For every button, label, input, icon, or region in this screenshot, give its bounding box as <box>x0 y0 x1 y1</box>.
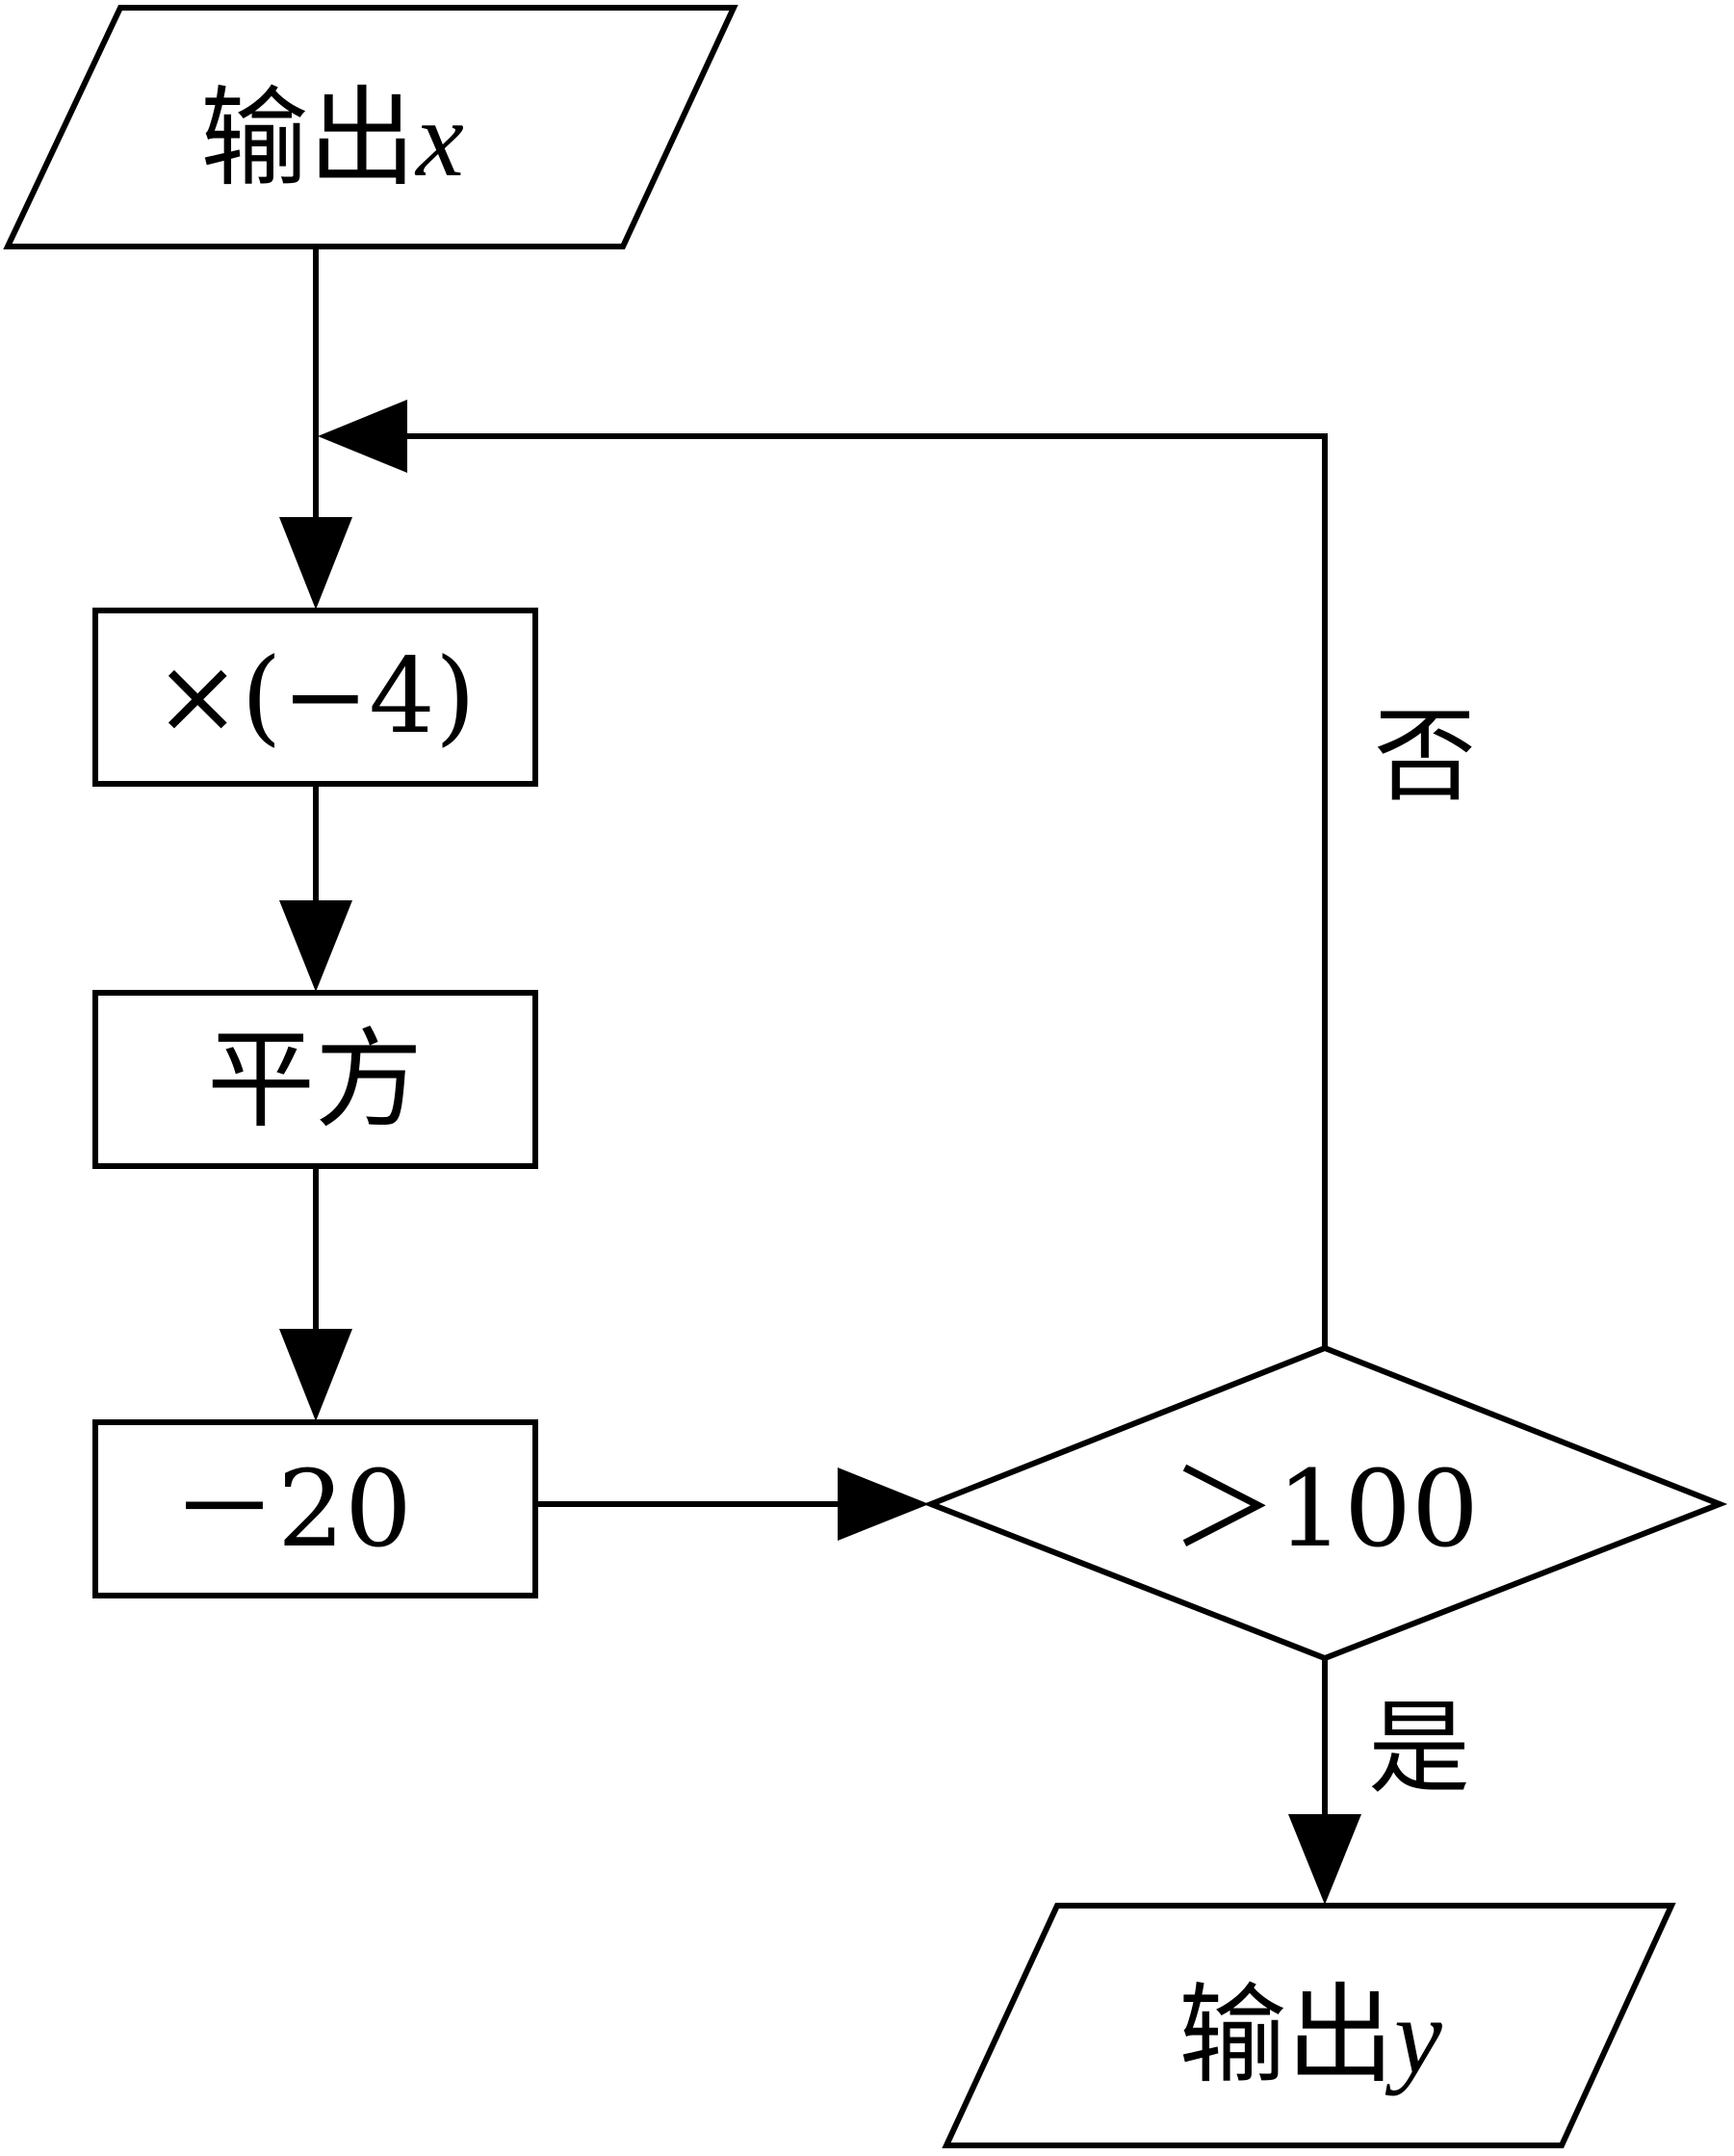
input-parallelogram <box>3 5 738 249</box>
subtract-box <box>92 1419 538 1598</box>
output-parallelogram <box>942 1903 1676 2148</box>
decision-node: ＞100 <box>922 1344 1728 1662</box>
output-node: 输出y <box>942 1903 1676 2148</box>
multiply-box <box>92 608 538 787</box>
arrow-into-output <box>1288 1814 1361 1905</box>
arrow-loop-back <box>318 400 407 473</box>
subtract-node: －20 <box>92 1419 538 1598</box>
arrow-into-square <box>279 900 352 992</box>
arrow-into-decision <box>838 1468 929 1541</box>
square-node: 平方 <box>92 990 538 1169</box>
decision-label: ＞100 <box>1171 1447 1479 1571</box>
output-label-var: y <box>1385 1977 1442 2096</box>
arrow-into-subtract <box>279 1329 352 1421</box>
input-node: 输出x <box>3 5 738 249</box>
square-box <box>92 990 538 1169</box>
arrow-into-multiply <box>279 517 352 610</box>
multiply-label: ×(−4) <box>154 636 476 757</box>
subtract-label: －20 <box>171 1447 412 1571</box>
yes-label: 是 <box>1368 1689 1470 1807</box>
square-label: 平方 <box>207 1018 423 1143</box>
output-label: 输出y <box>1178 1973 1442 2098</box>
input-label-var: x <box>414 80 464 199</box>
input-label: 输出x <box>200 76 464 201</box>
edge-decision-no-loop <box>366 433 1328 1348</box>
output-label-prefix: 输出 <box>1178 1973 1394 2098</box>
input-label-prefix: 输出 <box>200 76 416 201</box>
decision-diamond <box>922 1344 1728 1662</box>
no-label: 否 <box>1374 697 1476 816</box>
multiply-node: ×(−4) <box>92 608 538 787</box>
